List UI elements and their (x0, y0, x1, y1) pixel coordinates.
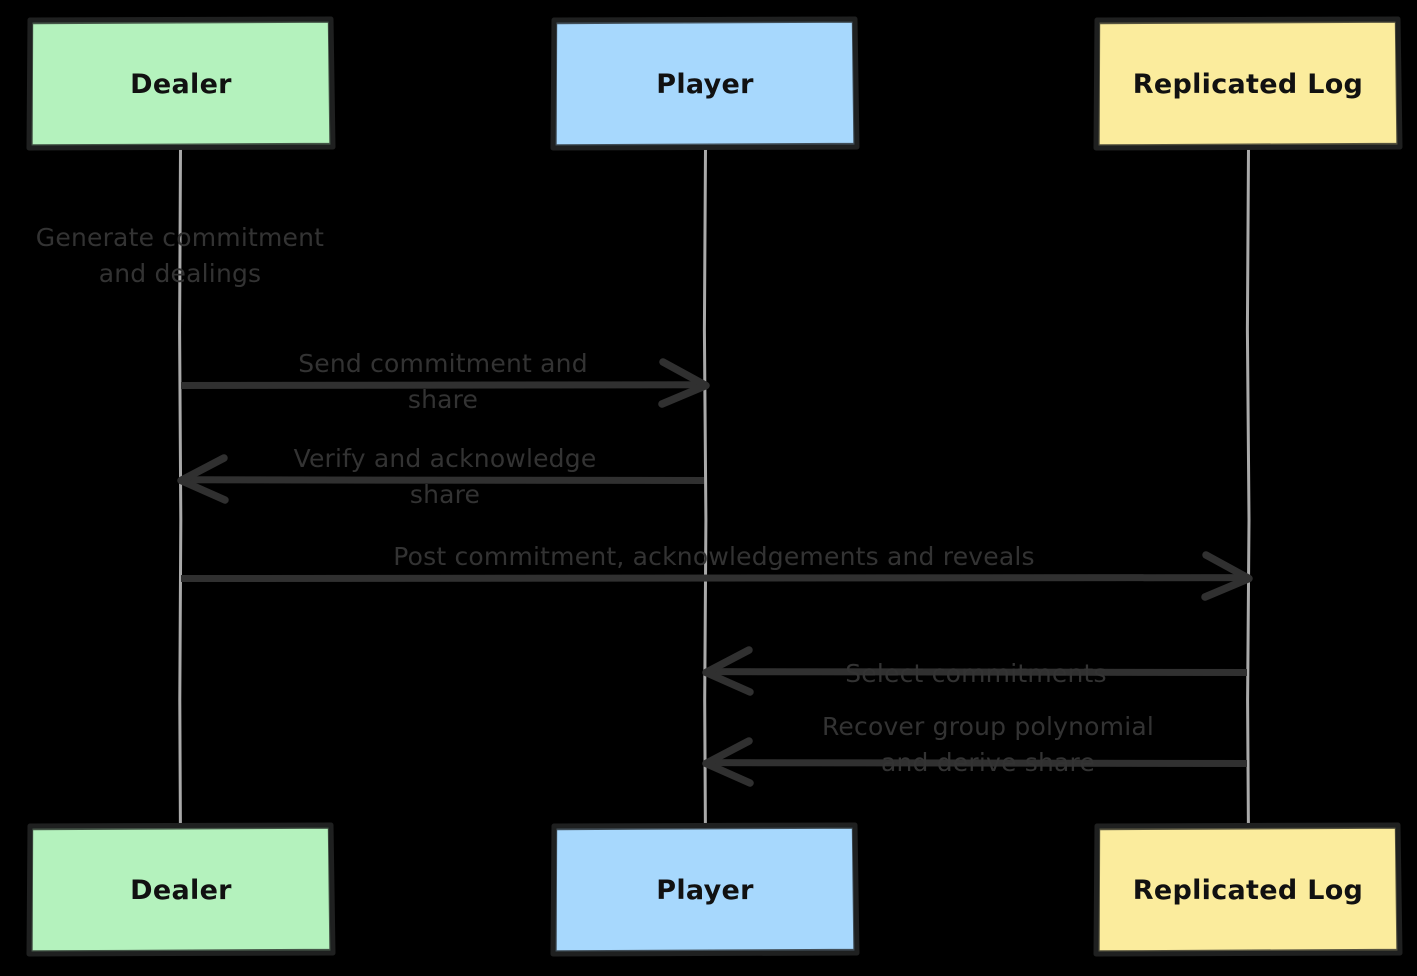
message-arrow-4[interactable] (702, 646, 1248, 696)
message-arrow-3[interactable] (180, 551, 1253, 601)
actor-box-dealer-top[interactable] (26, 16, 336, 151)
message-label-1: Send commitment and share (298, 349, 588, 414)
lifelines (178, 146, 1251, 828)
message-label-2: Verify and acknowledge share (293, 444, 597, 509)
lifeline-player (702, 146, 708, 828)
actor-box-player-top[interactable] (550, 16, 860, 151)
message-label-3: Post commitment, acknowledgements and re… (393, 542, 1035, 571)
message-arrow-2[interactable] (177, 454, 705, 504)
note-generate-commitment: Generate commitment and dealings (35, 223, 325, 288)
actor-box-dealer-bottom[interactable] (26, 822, 336, 957)
message-label-4: Select commitments (845, 659, 1107, 688)
lifeline-dealer (178, 146, 183, 828)
message-arrow-1[interactable] (180, 358, 710, 408)
actor-box-log-bottom[interactable] (1093, 822, 1403, 957)
message-label-5: Recover group polynomial and derive shar… (821, 712, 1155, 777)
actor-box-log-top[interactable] (1093, 16, 1403, 151)
message-arrow-5[interactable] (702, 737, 1248, 787)
lifeline-log (1245, 146, 1251, 828)
actor-box-player-bottom[interactable] (550, 822, 860, 957)
